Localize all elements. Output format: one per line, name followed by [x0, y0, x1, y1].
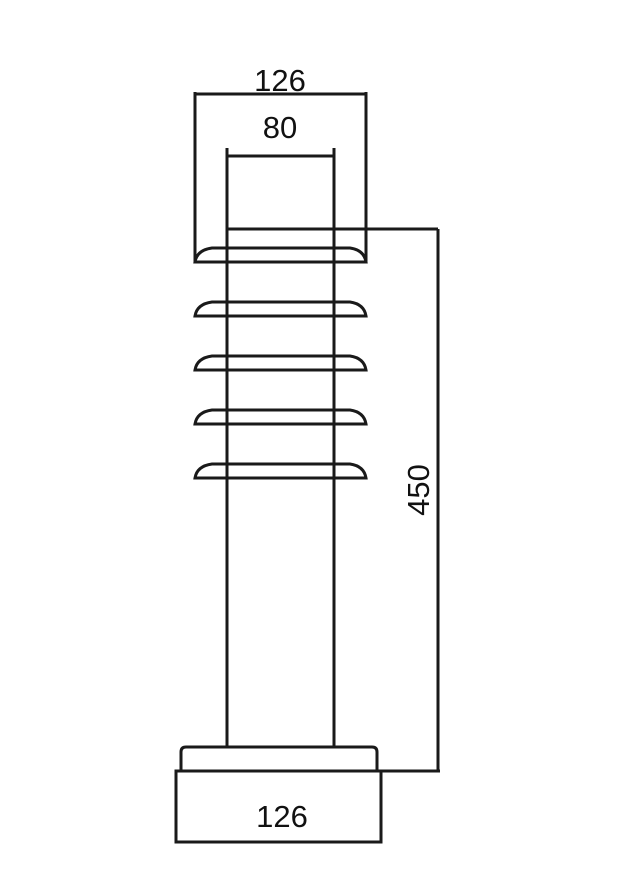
louver-fin — [193, 462, 368, 480]
louver-fins — [193, 246, 368, 480]
inner-width-dimension — [225, 148, 336, 229]
height-label: 450 — [401, 464, 436, 516]
louver-fin — [193, 246, 368, 264]
louver-fin — [193, 354, 368, 372]
louver-fin — [193, 408, 368, 426]
base-width-label: 126 — [256, 799, 308, 834]
inner-width-label: 80 — [263, 110, 297, 145]
post-body — [225, 229, 336, 748]
louver-fin — [193, 300, 368, 318]
top-width-label: 126 — [254, 63, 306, 98]
top-width-dimension — [193, 92, 368, 262]
base — [174, 745, 383, 844]
